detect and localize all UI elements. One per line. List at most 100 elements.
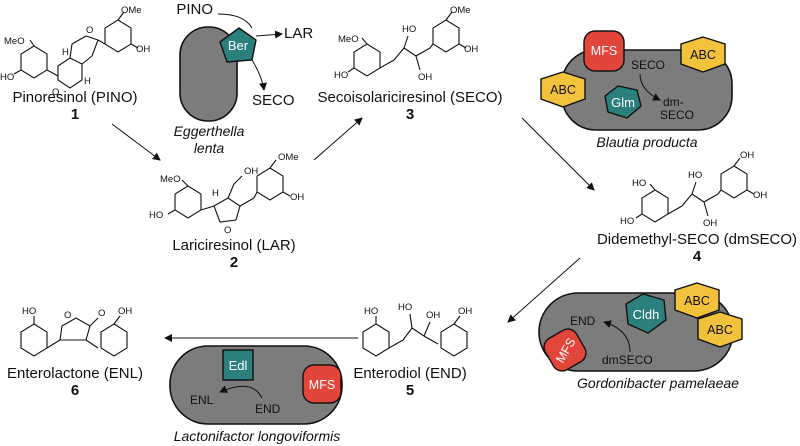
secoisolariciresinol-structure: MeO HO HO OH OMe OH — [334, 5, 478, 83]
gordonibacter-abc-transporter-2 — [697, 311, 743, 348]
seco-oh-label-2: OH — [464, 44, 478, 55]
glm-label: Glm — [611, 95, 635, 110]
end-ho-label-2: HO — [398, 302, 412, 313]
blautia-abc-label-2: ABC — [550, 83, 576, 97]
pino-oh-label: OH — [136, 44, 150, 55]
ber-label: Ber — [228, 38, 249, 53]
gordonibacter-cell: Cldh ABC ABC MFS END dmSECO Gordonibacte… — [538, 282, 743, 391]
lariciresinol-name: Lariciresinol (LAR) — [172, 237, 295, 254]
lactonifactor-mfs-transporter — [302, 364, 342, 404]
arrow-seco-to-dmseco — [521, 117, 595, 191]
gordonibacter-abc-transporter-1 — [674, 282, 720, 319]
gordonibacter-name: Gordonibacter pamelaeae — [577, 375, 739, 391]
eggerthella-cell: Ber PINO LAR SECO Eggerthella lenta — [174, 1, 314, 156]
enterolactone-structure: HO O O OH — [20, 306, 132, 357]
blautia-abc-transporter-2 — [540, 71, 586, 108]
end-oh-label-2: OH — [458, 306, 472, 317]
arrow-dmseco-to-end — [507, 257, 581, 323]
pino-o-label-2: O — [52, 87, 59, 98]
dmseco-oh-label-2: OH — [740, 150, 754, 161]
enl-o-label-2: O — [98, 308, 105, 319]
lactonifactor-cell-body — [169, 345, 343, 425]
lariciresinol-number: 2 — [230, 254, 238, 271]
gordonibacter-product-end: END — [570, 314, 596, 328]
eggerthella-name-line1: Eggerthella — [174, 123, 245, 139]
ber-product-lar: LAR — [284, 25, 313, 42]
pino-h-label-2: H — [84, 76, 91, 87]
ber-substrate-pino: PINO — [176, 1, 213, 18]
blautia-product-dm: dm- — [663, 95, 684, 109]
enl-o-label-1: O — [64, 310, 71, 321]
gordonibacter-abc-label-2: ABC — [707, 323, 733, 337]
pino-meo-label: MeO — [4, 36, 25, 47]
enterolactone-number: 6 — [71, 382, 79, 399]
pino-o-label-1: O — [86, 25, 93, 36]
lactonifactor-mfs-label: MFS — [309, 378, 335, 392]
dmseco-oh-label-3: OH — [753, 190, 767, 201]
lactonifactor-cell: Edl MFS ENL END Lactonifactor longovifor… — [169, 345, 343, 444]
cldh-arrow — [603, 320, 631, 353]
blautia-mfs-transporter — [583, 30, 625, 72]
enterodiol-structure: HO HO OH OH — [362, 302, 472, 357]
blautia-abc-transporter-1 — [680, 36, 726, 73]
lar-ho-label: HO — [149, 210, 163, 221]
lar-oh-label: OH — [244, 166, 258, 177]
blautia-abc-label-1: ABC — [690, 48, 716, 62]
glm-arrow — [639, 73, 661, 101]
lar-oh-label-2: OH — [290, 192, 304, 203]
cldh-enzyme — [625, 293, 667, 334]
pinoresinol-number: 1 — [71, 106, 79, 123]
ber-lar-arrow — [255, 30, 283, 39]
lar-h-label: H — [212, 188, 219, 199]
enterodiol-name: Enterodiol (END) — [353, 365, 466, 382]
edl-arrow — [219, 385, 263, 399]
dmseco-oh-label-1: OH — [703, 218, 717, 229]
enterodiol-number: 5 — [406, 382, 414, 399]
lactonifactor-product-enl: ENL — [190, 393, 214, 407]
cldh-label: Cldh — [633, 307, 660, 322]
ber-product-seco: SECO — [252, 92, 295, 109]
dmseco-ho-label-3: HO — [688, 170, 702, 181]
didemethyl-seco-structure: HO HO HO OH OH OH — [620, 150, 767, 229]
blautia-substrate-seco: SECO — [631, 58, 665, 72]
didemethyl-seco-number: 4 — [693, 248, 702, 265]
pinoresinol-name: Pinoresinol (PINO) — [12, 89, 137, 106]
lactonifactor-name: Lactonifactor longoviformis — [174, 428, 341, 444]
ber-seco-arrow — [251, 59, 267, 91]
arrow-pino-to-lar — [111, 123, 161, 161]
enl-oh-label: OH — [118, 306, 132, 317]
glm-enzyme — [604, 85, 642, 119]
secoisolariciresinol-name: Secoisolariciresinol (SECO) — [317, 89, 502, 106]
lar-o-label: O — [224, 225, 231, 236]
blautia-product-seco: SECO — [660, 108, 694, 122]
pinoresinol-structure: MeO HO OMe OH O O H H — [0, 5, 150, 98]
end-oh-label-1: OH — [426, 310, 440, 321]
end-ho-label-1: HO — [364, 306, 378, 317]
seco-oh-label: OH — [418, 72, 432, 83]
lactonifactor-substrate-end: END — [255, 402, 281, 416]
seco-ho-label-2: HO — [402, 24, 416, 35]
lar-ome-label: OMe — [278, 152, 299, 163]
dmseco-ho-label-2: HO — [620, 216, 634, 227]
secoisolariciresinol-number: 3 — [406, 106, 414, 123]
blautia-mfs-label: MFS — [591, 44, 617, 58]
blautia-name: Blautia producta — [596, 134, 697, 150]
edl-enzyme — [222, 349, 254, 381]
gordonibacter-substrate-dmseco: dmSECO — [602, 353, 653, 367]
ber-enzyme — [219, 27, 257, 63]
arrow-lar-to-seco — [313, 117, 363, 161]
eggerthella-name-line2: lenta — [194, 140, 225, 156]
lariciresinol-structure: MeO HO OH OMe OH O H — [149, 152, 304, 236]
edl-label: Edl — [229, 358, 248, 373]
pino-h-label-1: H — [62, 47, 69, 58]
didemethyl-seco-name: Didemethyl-SECO (dmSECO) — [597, 231, 797, 248]
seco-ho-label: HO — [334, 70, 348, 81]
blautia-cell: MFS ABC ABC Glm SECO dm- SECO Blautia pr… — [540, 30, 733, 150]
gordonibacter-abc-label-1: ABC — [684, 294, 710, 308]
seco-meo-label: MeO — [338, 34, 359, 45]
gordonibacter-mfs-transporter — [543, 328, 587, 372]
pino-ho-label: HO — [0, 72, 14, 83]
lar-meo-label: MeO — [160, 174, 181, 185]
enl-ho-label: HO — [22, 306, 36, 317]
